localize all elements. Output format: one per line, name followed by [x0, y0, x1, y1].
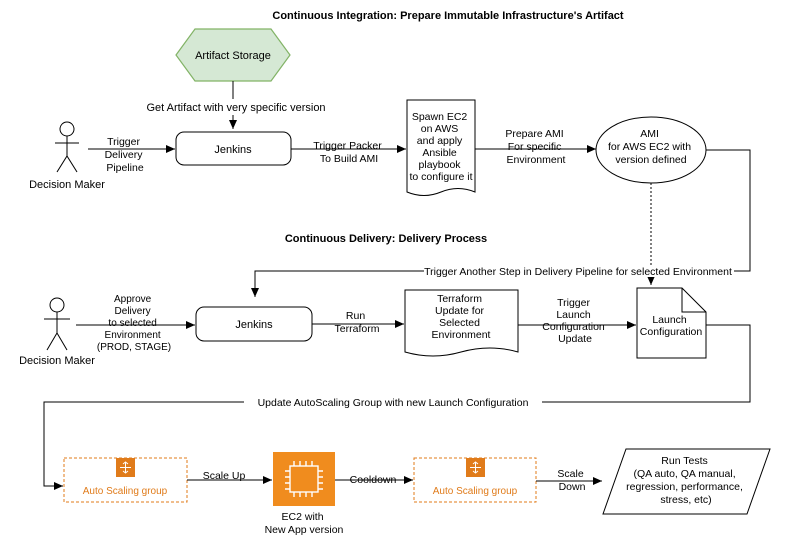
ec2-instance: EC2 with New App version — [265, 452, 344, 536]
jenkins-label: Jenkins — [214, 144, 252, 156]
trigger-another-label-bg — [424, 265, 734, 277]
trigger-delivery-label: Trigger Delivery Pipeline — [105, 136, 146, 174]
scale-down-label: Scale Down — [557, 468, 586, 493]
launch-configuration-note: Launch Configuration — [636, 287, 707, 359]
spawn-ec2-label: Spawn EC2 on AWS and apply Ansible playb… — [409, 111, 472, 183]
trigger-another-label: Trigger Another Step in Delivery Pipelin… — [424, 266, 732, 278]
approve-delivery-label: Approve Delivery to selected Environment… — [97, 294, 171, 353]
trigger-packer-label: Trigger Packer To Build AMI — [313, 140, 384, 165]
jenkins-label-2: Jenkins — [235, 319, 273, 331]
run-tests-parallelogram: Run Tests (QA auto, QA manual, regressio… — [602, 448, 771, 515]
get-artifact-label: Get Artifact with very specific version — [146, 102, 325, 114]
cd-title: Continuous Delivery: Delivery Process — [285, 233, 487, 245]
trigger-another-connector — [251, 149, 751, 297]
jenkins-box-2: Jenkins — [195, 306, 313, 342]
artifact-storage-hexagon: Artifact Storage — [175, 28, 291, 82]
ec2-label: EC2 with New App version — [265, 511, 344, 536]
terraform-update-label: Terraform Update for Selected Environmen… — [432, 293, 491, 341]
ami-label: AMI for AWS EC2 with version defined — [608, 128, 694, 166]
terraform-update-document: Terraform Update for Selected Environmen… — [404, 289, 519, 357]
decision-maker-label: Decision Maker — [29, 179, 105, 191]
spawn-ec2-document: Spawn EC2 on AWS and apply Ansible playb… — [406, 99, 476, 196]
artifact-storage-label: Artifact Storage — [195, 50, 271, 62]
run-terraform-label: Run Terraform — [335, 310, 380, 335]
ci-title: Continuous Integration: Prepare Immutabl… — [272, 10, 624, 22]
update-asg-label-bg — [244, 396, 542, 408]
auto-scaling-group-2: Auto Scaling group — [413, 457, 537, 503]
launch-configuration-label: Launch Configuration — [640, 314, 703, 338]
decision-maker-figure-2 — [44, 297, 70, 351]
auto-scaling-label-2: Auto Scaling group — [433, 486, 518, 497]
prepare-ami-label: Prepare AMI For specific Environment — [505, 128, 566, 166]
auto-scaling-label: Auto Scaling group — [83, 486, 168, 497]
decision-maker-figure — [55, 121, 79, 173]
jenkins-box: Jenkins — [175, 131, 292, 166]
update-asg-label: Update AutoScaling Group with new Launch… — [258, 397, 529, 409]
auto-scaling-group-1: Auto Scaling group — [63, 457, 188, 503]
decision-maker-label-2: Decision Maker — [19, 355, 95, 367]
run-tests-label: Run Tests (QA auto, QA manual, regressio… — [626, 455, 746, 506]
ami-ellipse: AMI for AWS EC2 with version defined — [595, 116, 707, 184]
trigger-launch-label: Trigger Launch Configuration Update — [542, 297, 607, 345]
scale-up-label: Scale Up — [203, 470, 246, 482]
ec2-icon — [273, 452, 335, 506]
